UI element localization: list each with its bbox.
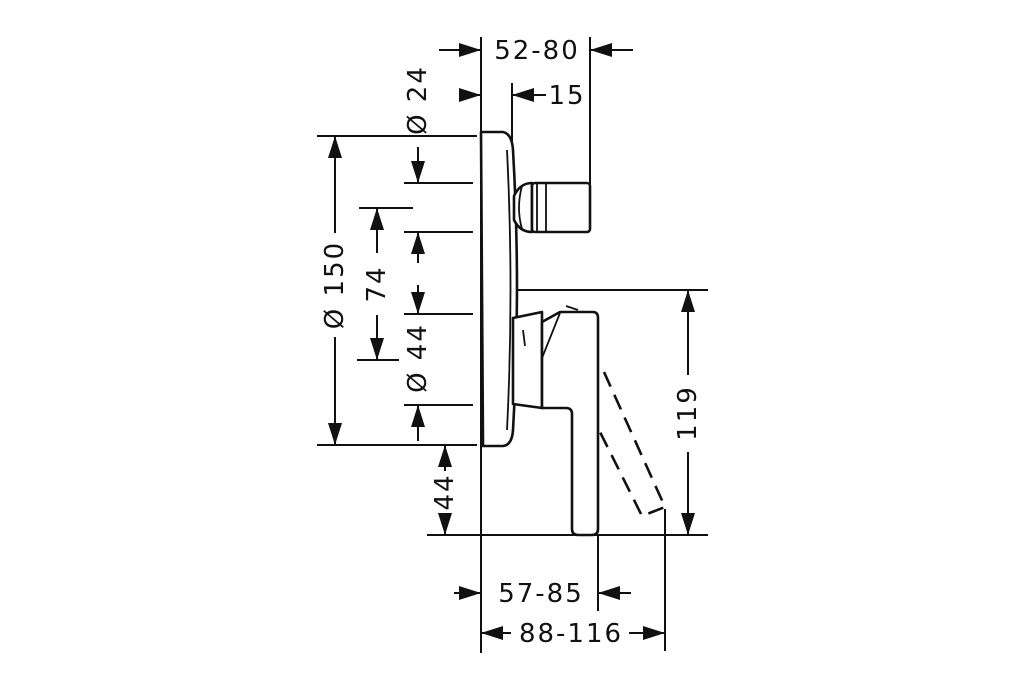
rosette-plate-edge [506, 149, 512, 431]
dimension-label: 74 [362, 265, 392, 302]
handle-lever-edge [541, 312, 561, 362]
arrowhead-up [411, 405, 425, 427]
dimension-knob-diameter: Ø 24 [403, 65, 433, 263]
arrowhead-right [643, 626, 665, 640]
diverter-knob [530, 181, 592, 234]
arrowhead-down [411, 161, 425, 183]
diverter-neck-curve [518, 185, 523, 230]
dimension-label: 119 [673, 385, 703, 441]
handle-base-mark [522, 329, 526, 347]
arrowhead-left [590, 43, 612, 57]
arrowhead-down [681, 513, 695, 535]
dimension-label: Ø 24 [403, 65, 433, 135]
dimension-center-distance: 74 [362, 207, 392, 361]
dimension-label: 57-85 [498, 579, 584, 609]
dimension-label: Ø 150 [320, 241, 350, 329]
arrowhead-up [370, 208, 384, 230]
arrowhead-up [328, 136, 342, 158]
dimension-bottom-offset: 44 [430, 444, 460, 536]
dimension-label: 44 [430, 473, 460, 510]
dimension-handle-height: 119 [673, 289, 703, 536]
dimension-label: Ø 44 [403, 323, 433, 393]
rosette-plate [479, 130, 519, 448]
dimension-top-width: 52-80 [439, 36, 633, 66]
handle-lever-rotated [596, 371, 667, 518]
dimension-label: 15 [548, 81, 585, 111]
arrowhead-right [459, 43, 481, 57]
arrowhead-down [328, 423, 342, 445]
arrowhead-left [598, 586, 620, 600]
handle-lever [540, 310, 600, 537]
dimension-base-diameter: Ø 44 [403, 285, 433, 441]
handle-pin [565, 305, 579, 311]
arrowhead-right [459, 586, 481, 600]
handle-base [511, 310, 544, 410]
dimension-handle-projection: 57-85 [454, 579, 631, 609]
mixer-outline [479, 130, 667, 537]
arrowhead-down [370, 338, 384, 360]
dimension-plate-diameter: Ø 150 [320, 135, 350, 446]
extension-lines [317, 37, 708, 653]
diverter-neck [512, 181, 534, 234]
dimension-plate-depth: 15 [459, 81, 585, 111]
arrowhead-up [438, 445, 452, 467]
dimension-label: 52-80 [494, 36, 580, 66]
arrowhead-up [411, 232, 425, 254]
dimension-label: 88-116 [519, 619, 623, 649]
arrowhead-left [481, 626, 503, 640]
dimension-total-projection: 88-116 [480, 619, 666, 649]
arrowhead-up [681, 290, 695, 312]
arrowhead-left [512, 88, 534, 102]
arrowhead-right [459, 88, 481, 102]
arrowhead-down [411, 292, 425, 314]
arrowhead-down [438, 513, 452, 535]
